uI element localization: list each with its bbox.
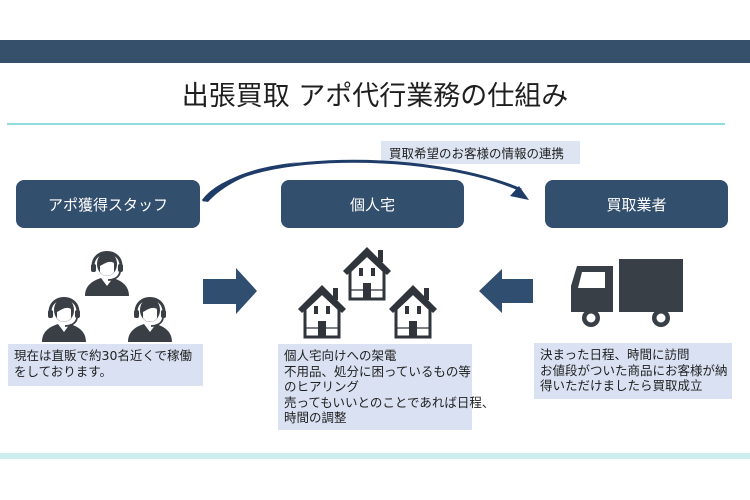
staff-description: 現在は直販で約30名近くで稼働 をしております。 xyxy=(8,344,203,386)
node-label: 買取業者 xyxy=(606,195,667,214)
description-line: お値段がついた商品にお客様が納 xyxy=(540,362,728,378)
node-label: 個人宅 xyxy=(349,195,395,214)
info-link-label: 買取希望のお客様の情報の連携 xyxy=(381,141,580,164)
description-line: 不用品、処分に困っているもの等 xyxy=(284,363,471,379)
footer-band xyxy=(0,453,750,459)
header-bar xyxy=(0,40,750,63)
home-description: 個人宅向けへの架電 不用品、処分に困っているもの等 のヒアリング 売ってもいいと… xyxy=(278,344,495,430)
operator-icon xyxy=(128,297,172,342)
description-line: 時間の調整 xyxy=(284,410,347,425)
description-line: をしております。 xyxy=(14,363,113,379)
house-icon xyxy=(343,247,391,301)
node-private-home: 個人宅 xyxy=(281,180,464,228)
node-buyer: 買取業者 xyxy=(545,180,728,228)
house-icon xyxy=(298,285,346,339)
node-appointment-staff: アポ獲得スタッフ xyxy=(16,180,200,228)
call-center-operators-icon xyxy=(42,251,172,342)
description-line: 現在は直販で約30名近くで稼働 xyxy=(14,348,193,363)
node-label: アポ獲得スタッフ xyxy=(47,195,168,214)
description-line: のヒアリング xyxy=(284,379,360,394)
description-line: 決まった日程、時間に訪問 xyxy=(540,347,690,362)
operator-icon xyxy=(85,251,129,296)
description-line: 得いただけましたら買取成立 xyxy=(540,378,703,393)
page-title: 出張買取 アポ代行業務の仕組み xyxy=(181,81,569,112)
buyer-to-home-arrow xyxy=(479,269,533,313)
description-line: 売ってもいいとのことであれば日程、 xyxy=(284,394,495,410)
houses-icon xyxy=(298,247,437,339)
title-underline xyxy=(7,123,725,125)
delivery-truck-icon xyxy=(571,259,683,327)
description-line: 個人宅向けへの架電 xyxy=(284,348,397,363)
buyer-description: 決まった日程、時間に訪問 お値段がついた商品にお客様が納 得いただけましたら買取… xyxy=(534,343,732,399)
house-icon xyxy=(389,285,437,339)
operator-icon xyxy=(42,297,86,342)
staff-to-home-arrow xyxy=(203,268,257,314)
